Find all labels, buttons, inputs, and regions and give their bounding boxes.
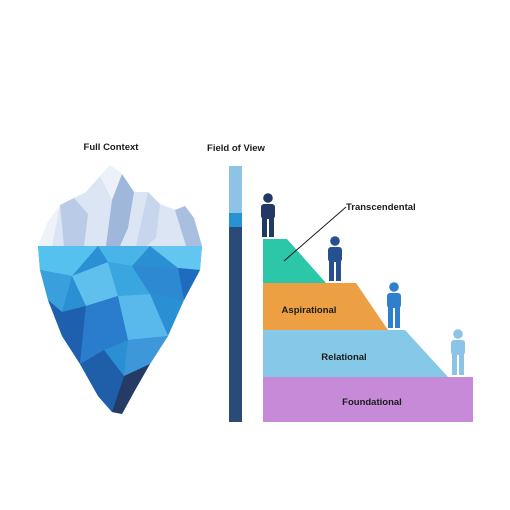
level-transcendental	[263, 239, 326, 283]
transcendental-leader-line	[283, 206, 347, 262]
person-icon-top	[261, 193, 275, 237]
label-transcendental: Transcendental	[346, 202, 416, 213]
label-foundational: Foundational	[342, 397, 402, 408]
person-icon-second	[328, 236, 342, 281]
level-aspirational	[263, 283, 388, 330]
person-icon-third	[387, 282, 401, 328]
level-relational	[263, 330, 448, 377]
iceberg-title: Full Context	[84, 142, 140, 153]
person-icon-fourth	[451, 329, 465, 375]
field-of-view-bar	[229, 166, 242, 422]
iceberg-illustration	[38, 165, 202, 414]
level-foundational	[263, 377, 473, 422]
field-of-view-title: Field of View	[207, 143, 266, 154]
label-relational: Relational	[321, 352, 366, 363]
label-aspirational: Aspirational	[282, 305, 337, 316]
